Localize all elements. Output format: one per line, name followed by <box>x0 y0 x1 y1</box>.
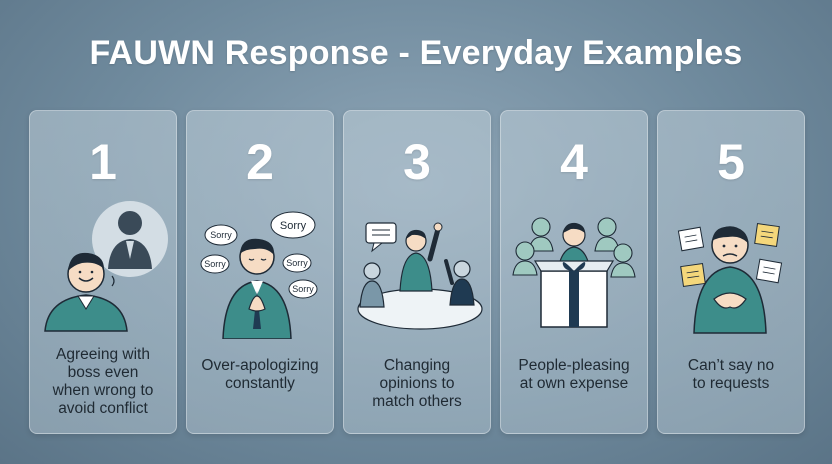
example-card-5: 5 Can’t say no to requests <box>657 110 805 434</box>
example-card-4: 4 People-pleasing at own expense <box>500 110 648 434</box>
card-number: 2 <box>246 134 274 190</box>
example-card-1: 1 Agreeing with boss even when wrong to … <box>29 110 177 434</box>
card-number: 1 <box>89 134 117 190</box>
card-caption: Over-apologizing constantly <box>201 357 319 392</box>
svg-text:Sorry: Sorry <box>210 230 232 240</box>
svg-text:Sorry: Sorry <box>280 220 307 232</box>
card-caption: Can’t say no to requests <box>687 357 775 392</box>
example-card-3: 3 Changing opinions to match others <box>343 110 491 434</box>
apologizing-person-icon: Sorry Sorry Sorry Sorry Sorry <box>200 211 318 339</box>
person-with-gift-icon <box>512 217 636 328</box>
svg-text:Sorry: Sorry <box>292 284 314 294</box>
card-caption: People-pleasing at own expense <box>518 357 630 392</box>
overwhelmed-person-icon <box>677 223 783 334</box>
card-number: 5 <box>717 134 745 190</box>
card-number: 3 <box>403 134 431 190</box>
svg-text:Sorry: Sorry <box>286 258 308 268</box>
person-with-boss-icon <box>44 201 168 332</box>
example-card-2: 2 Sorry Sorry Sorry Sorry Sorry <box>186 110 334 434</box>
svg-text:Sorry: Sorry <box>204 259 226 269</box>
group-meeting-icon <box>357 222 483 330</box>
card-number: 4 <box>560 134 588 190</box>
page-title: FAUWN Response - Everyday Examples <box>89 34 743 72</box>
card-caption: Changing opinions to match others <box>372 357 462 410</box>
card-caption: Agreeing with boss even when wrong to av… <box>52 346 154 417</box>
